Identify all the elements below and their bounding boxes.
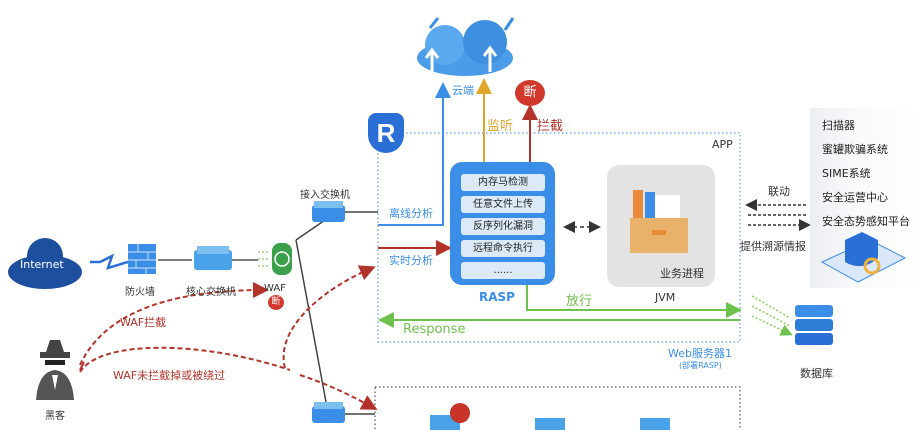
firewall-icon: [128, 244, 156, 274]
business-process-label: 业务进程: [660, 267, 704, 280]
block-badge: 断: [515, 80, 545, 106]
platform-item: SIME系统: [822, 167, 871, 180]
pass-label: 放行: [566, 294, 593, 309]
realtime-analysis-label: 实时分析: [389, 254, 433, 267]
rasp-label: RASP: [479, 290, 515, 304]
waf-bypass-label: WAF未拦截掉或被绕过: [113, 369, 226, 382]
cloud-label: 云端: [452, 84, 474, 97]
intercept-label: 拦截: [537, 119, 564, 134]
database-icon: [795, 305, 833, 345]
rasp-item: 反序列化漏洞: [461, 218, 545, 235]
platform-item: 安全态势感知平台: [822, 215, 910, 228]
web-server-note: (部署RASP): [679, 361, 722, 370]
rasp-item: 远程命令执行: [461, 240, 545, 257]
platform-item: 扫描器: [822, 119, 855, 132]
access-switch-label: 接入交换机: [300, 190, 350, 201]
waf-block-badge: 断: [268, 295, 284, 310]
offline-analysis-label: 离线分析: [389, 207, 433, 220]
response-label: Response: [403, 322, 466, 337]
web-server-label: Web服务器1: [668, 347, 732, 360]
jvm-label: JVM: [655, 291, 676, 304]
app-label: APP: [712, 138, 733, 151]
access-switch-2-icon: [312, 402, 345, 423]
core-switch-icon: [194, 246, 232, 270]
waf-block-label: WAF拦截: [120, 316, 167, 329]
internet-label: Internet: [20, 258, 64, 271]
firewall-label: 防火墙: [125, 287, 155, 298]
platform-item: 安全运营中心: [822, 191, 888, 204]
rasp-module: 内存马检测 任意文件上传 反序列化漏洞 远程命令执行 ......: [450, 162, 555, 285]
rasp-item: 内存马检测: [461, 174, 545, 191]
platform-item: 蜜罐欺骗系统: [822, 143, 888, 156]
waf-label: WAF: [264, 283, 286, 294]
core-switch-label: 核心交换机: [186, 287, 236, 298]
access-switch-icon: [312, 201, 345, 222]
internet-cloud-icon: [8, 238, 82, 289]
server-icons: [430, 403, 670, 430]
linkage-label: 联动: [768, 185, 790, 198]
monitor-label: 监听: [487, 119, 514, 134]
rasp-item: ......: [461, 262, 545, 279]
rasp-logo: R: [368, 113, 404, 153]
waf-icon: [258, 243, 292, 275]
cloud-icon: [417, 17, 515, 76]
intel-label: 提供溯源情报: [740, 240, 806, 253]
database-label: 数据库: [800, 367, 833, 380]
rasp-item: 任意文件上传: [461, 196, 545, 213]
hacker-icon: [36, 340, 74, 400]
security-platforms-panel: 扫描器 蜜罐欺骗系统 SIME系统 安全运营中心 安全态势感知平台: [810, 108, 920, 288]
hacker-label: 黑客: [45, 411, 65, 422]
